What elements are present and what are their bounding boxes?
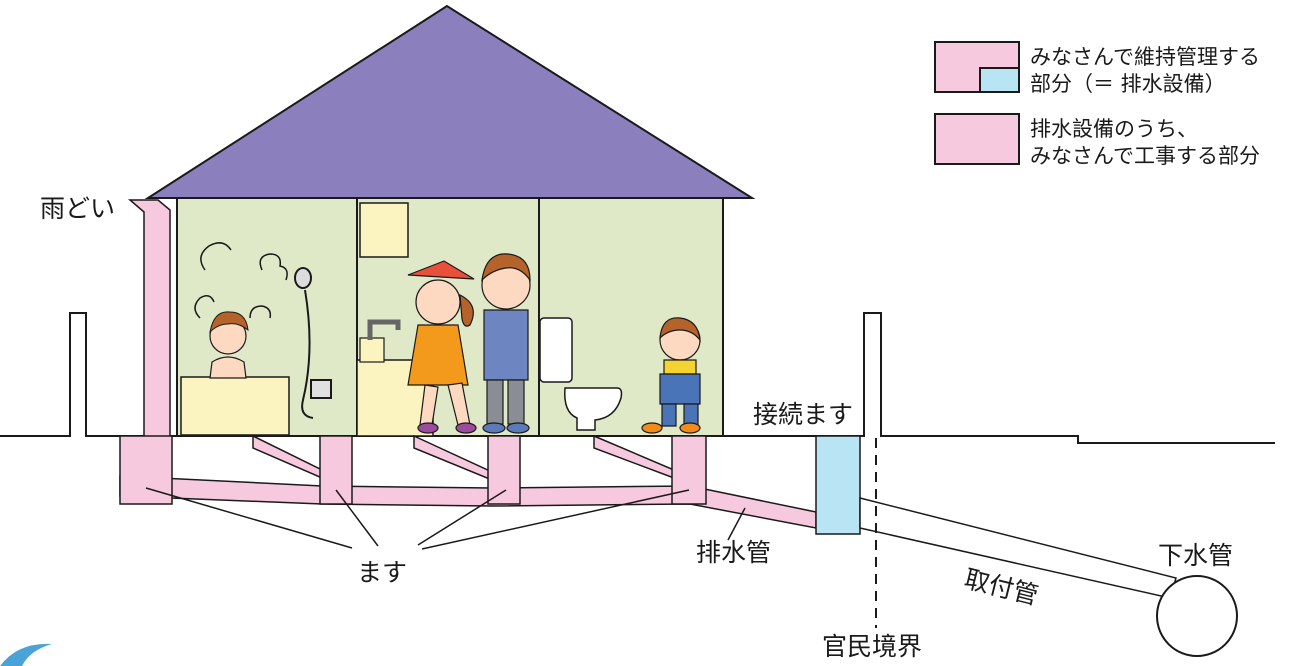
legend-maintain-line2: 部分（＝ 排水設備） bbox=[1030, 72, 1226, 96]
toilet-bowl bbox=[564, 387, 623, 431]
drain-branch-2 bbox=[413, 434, 493, 482]
drain-pipe-main bbox=[119, 475, 817, 529]
shower-icon bbox=[294, 267, 332, 419]
boy-figure bbox=[641, 317, 701, 434]
label-connection-basin: 接続ます bbox=[753, 400, 854, 429]
label-rain-gutter: 雨どい bbox=[40, 194, 116, 223]
catch-basin-3 bbox=[487, 435, 521, 505]
father-figure bbox=[481, 253, 531, 434]
connection-basin bbox=[815, 435, 861, 535]
bathtub bbox=[180, 376, 290, 436]
label-drain-pipe: 排水管 bbox=[696, 538, 772, 567]
drain-branch-1 bbox=[252, 434, 323, 480]
label-boundary: 官民境界 bbox=[822, 632, 923, 661]
legend-construct-line1: 排水設備のうち、 bbox=[1030, 117, 1198, 141]
ground-line bbox=[0, 312, 1275, 444]
kitchen-window bbox=[359, 202, 409, 258]
catch-basin-4 bbox=[671, 435, 707, 505]
steam-icon bbox=[194, 242, 288, 319]
corner-logo-mark bbox=[0, 643, 52, 666]
label-catch-basin: ます bbox=[357, 558, 408, 587]
catch-basin-2 bbox=[319, 435, 353, 505]
drain-pipe-pointer bbox=[727, 507, 746, 541]
drain-branch-3 bbox=[593, 434, 675, 480]
legend-construct-label: 排水設備のうち、 みなさんで工事する部分 bbox=[1030, 116, 1260, 170]
legend-maintain-line1: みなさんで維持管理する bbox=[1030, 45, 1260, 69]
basin-pointer-lines bbox=[145, 487, 690, 550]
toilet-tank bbox=[539, 317, 573, 383]
sink-basin bbox=[359, 337, 385, 363]
legend-maintain-blue-swatch bbox=[979, 67, 1020, 93]
catch-basin-1 bbox=[119, 435, 173, 505]
faucet-icon bbox=[367, 319, 401, 340]
mother-figure bbox=[407, 260, 477, 434]
legend-construct-line2: みなさんで工事する部分 bbox=[1030, 144, 1260, 168]
legend-construct-swatch bbox=[934, 113, 1020, 165]
sewer-main-pipe bbox=[1156, 575, 1238, 657]
roof bbox=[144, 4, 756, 199]
child-hair bbox=[209, 311, 249, 334]
legend-maintain-label: みなさんで維持管理する 部分（＝ 排水設備） bbox=[1030, 44, 1260, 98]
label-sewer-main: 下水管 bbox=[1158, 541, 1234, 570]
rain-gutter-pipe bbox=[127, 199, 171, 461]
